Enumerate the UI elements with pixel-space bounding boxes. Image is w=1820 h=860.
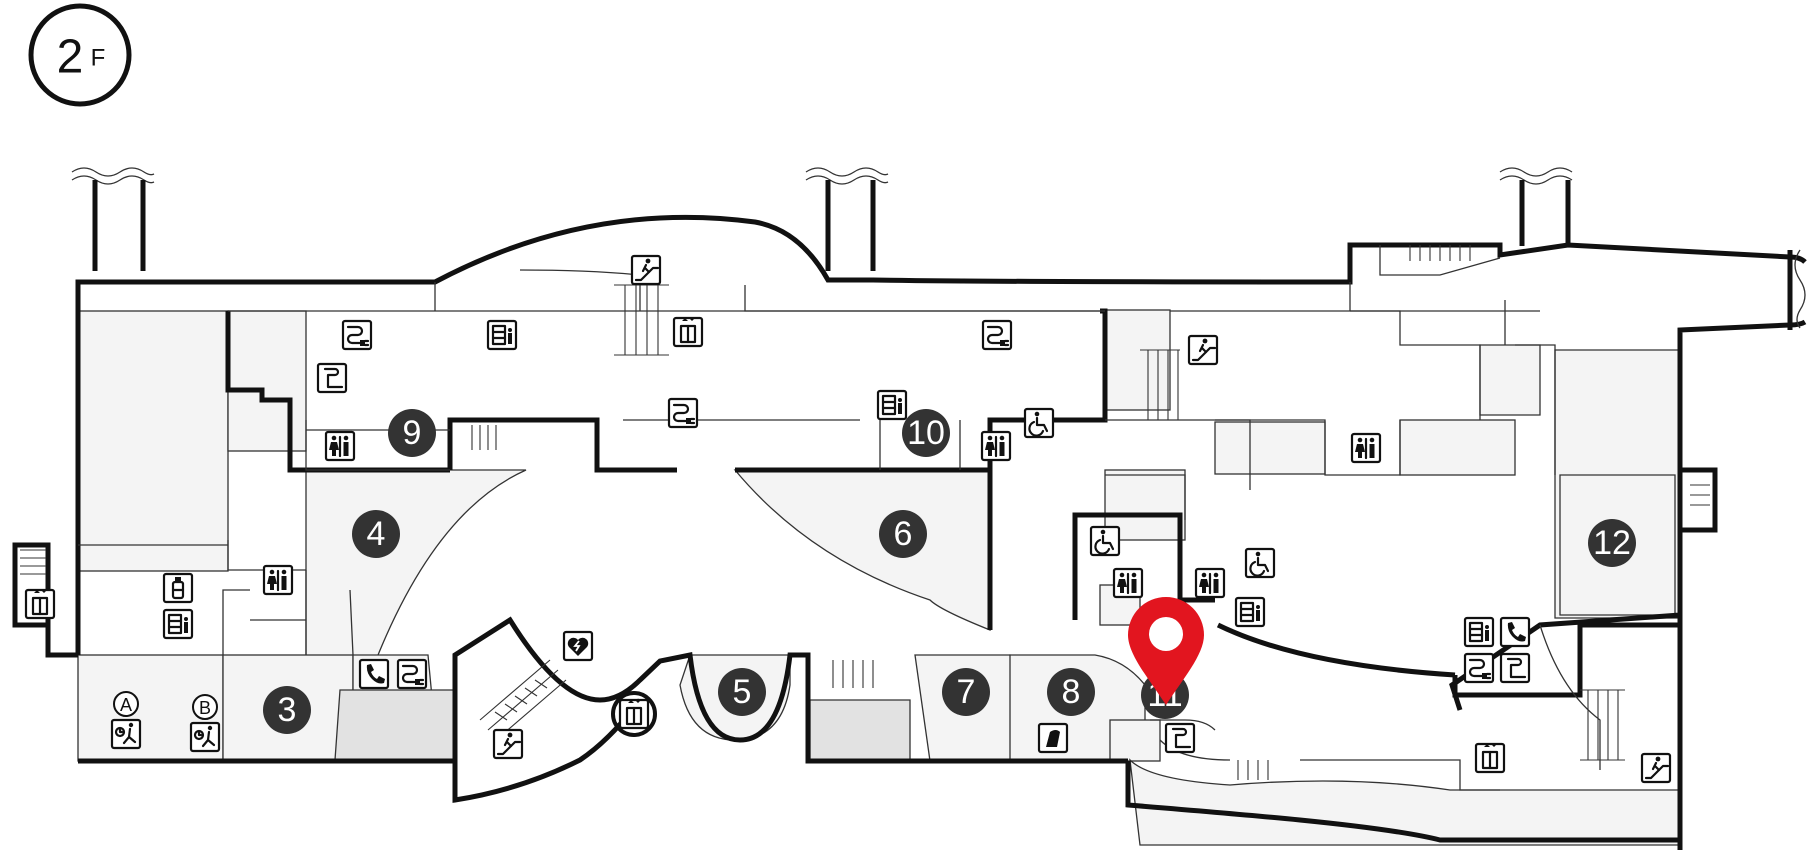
lounge-b[interactable]: B: [189, 694, 221, 753]
escalator-icon[interactable]: [1187, 334, 1219, 366]
charging-station-icon[interactable]: [396, 658, 428, 690]
vending-machine-icon[interactable]: [1234, 596, 1266, 628]
section-label-7: 7: [957, 673, 976, 711]
section-label-8: 8: [1062, 673, 1081, 711]
massage-seat-icon: [189, 721, 221, 753]
section-badge-10[interactable]: 10: [902, 409, 950, 457]
section-label-10: 10: [907, 414, 945, 452]
telephone-icon[interactable]: [1499, 616, 1531, 648]
accessible-restroom-icon[interactable]: [1023, 407, 1055, 439]
section-badge-6[interactable]: 6: [879, 510, 927, 558]
charging-station-icon[interactable]: [341, 319, 373, 351]
accessible-restroom-icon[interactable]: [1244, 547, 1276, 579]
room-fills: [77, 309, 1681, 846]
bridge-connectors: [71, 167, 1573, 271]
location-pin-icon: [1149, 617, 1183, 651]
current-location-marker[interactable]: [1128, 597, 1204, 705]
escalator-icon[interactable]: [1640, 752, 1672, 784]
telephone-icon[interactable]: [358, 658, 390, 690]
vending-machine-icon[interactable]: [876, 389, 908, 421]
section-label-4: 4: [367, 515, 386, 553]
floor-badge: 2 F: [28, 3, 132, 107]
baby-room-icon[interactable]: [1037, 722, 1069, 754]
restroom-icon[interactable]: [1350, 432, 1382, 464]
section-badge-3[interactable]: 3: [263, 686, 311, 734]
section-badge-12[interactable]: 12: [1588, 519, 1636, 567]
section-label-5: 5: [733, 673, 752, 711]
section-label-6: 6: [894, 515, 913, 553]
lounge-b-label: B: [199, 698, 211, 718]
elevator-icon[interactable]: [1474, 742, 1506, 774]
elevator-icon[interactable]: [618, 698, 650, 730]
smoking-area-icon[interactable]: [316, 362, 348, 394]
smoking-area-icon[interactable]: [1164, 722, 1196, 754]
charging-station-icon[interactable]: [667, 397, 699, 429]
massage-seat-icon: [110, 718, 142, 750]
elevator-shaft-outline: [611, 691, 657, 737]
restroom-icon[interactable]: [1112, 567, 1144, 599]
section-badge-4[interactable]: 4: [352, 510, 400, 558]
vending-machine-icon[interactable]: [1463, 616, 1495, 648]
section-label-9: 9: [403, 414, 422, 452]
escalator-icon[interactable]: [492, 728, 524, 760]
water-fountain-icon[interactable]: [162, 572, 194, 604]
lounge-a[interactable]: A: [110, 691, 142, 750]
floor-suffix: F: [91, 45, 106, 72]
section-label-3: 3: [278, 691, 297, 729]
vending-machine-icon[interactable]: [486, 319, 518, 351]
vending-machine-icon[interactable]: [162, 608, 194, 640]
section-badge-5[interactable]: 5: [718, 668, 766, 716]
lounges: A B: [110, 691, 221, 753]
floor-number: 2: [57, 31, 84, 84]
charging-station-icon[interactable]: [981, 319, 1013, 351]
restroom-icon[interactable]: [1194, 567, 1226, 599]
lounge-a-label: A: [120, 695, 132, 715]
section-badge-9[interactable]: 9: [388, 409, 436, 457]
charging-station-icon[interactable]: [1463, 652, 1495, 684]
accessible-restroom-icon[interactable]: [1089, 525, 1121, 557]
elevator-icon[interactable]: [672, 316, 704, 348]
smoking-area-icon[interactable]: [1499, 652, 1531, 684]
restroom-icon[interactable]: [262, 564, 294, 596]
section-badges: 3 4 5 6 7 8 9 10 11 12: [263, 409, 1636, 734]
aed-icon[interactable]: [562, 630, 594, 662]
restroom-icon[interactable]: [324, 430, 356, 462]
section-badge-7[interactable]: 7: [942, 668, 990, 716]
restroom-icon[interactable]: [980, 430, 1012, 462]
interior-lines: [78, 245, 1601, 791]
elevator-icon[interactable]: [24, 588, 56, 620]
section-badge-8[interactable]: 8: [1047, 668, 1095, 716]
section-label-12: 12: [1593, 524, 1631, 562]
escalator-icon[interactable]: [630, 254, 662, 286]
